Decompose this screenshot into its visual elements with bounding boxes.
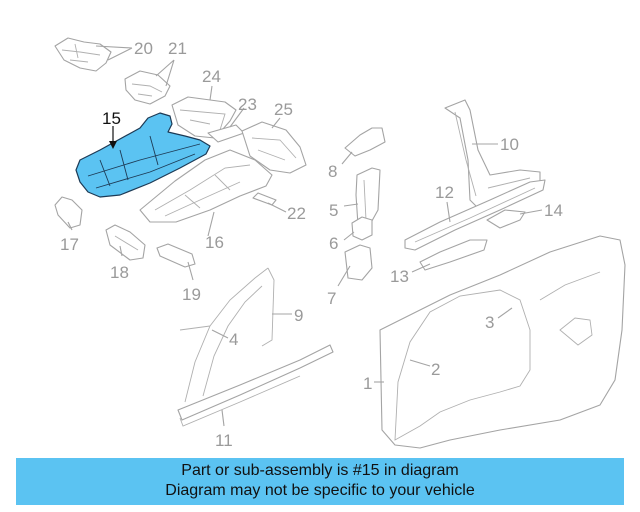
part-21-bracket [124,70,171,105]
callout-22: 22 [287,204,306,223]
callout-24: 24 [202,67,221,86]
callout-15: 15 [102,109,121,128]
banner-line-disclaimer: Diagram may not be specific to your vehi… [165,482,475,499]
callout-14: 14 [544,201,563,220]
part-8-bracket [344,127,386,157]
banner-line-part: Part or sub-assembly is #15 in diagram [181,462,459,479]
callout-5: 5 [329,201,338,220]
callout-15-arrow [109,126,117,149]
callout-4: 4 [229,330,238,349]
callout-17: 17 [60,235,79,254]
callout-6: 6 [329,234,338,253]
part-20-bracket [54,37,112,72]
part-1-body-side [379,235,626,449]
callout-23: 23 [238,95,257,114]
callout-11: 11 [215,431,233,450]
part-5-reinforcement [355,167,381,229]
callout-12: 12 [435,183,454,202]
part-18-bracket [105,224,146,261]
callout-1: 1 [363,374,372,393]
callout-2: 2 [431,360,440,379]
part-19-reinforcement [156,243,196,268]
part-10-pillar [444,99,541,211]
part-4-9-side-frame [179,267,275,403]
callout-20: 20 [134,39,153,58]
part-6-bracket [351,216,373,241]
part-13-rail [419,239,488,271]
callout-19: 19 [182,285,201,304]
part-22-strip [252,192,277,206]
part-17-bracket [54,196,83,229]
callout-18: 18 [110,263,129,282]
leader-lines [67,45,543,427]
callout-9: 9 [294,306,303,325]
callout-10: 10 [500,135,519,154]
callout-13: 13 [390,267,409,286]
callout-8: 8 [328,162,337,181]
callout-7: 7 [327,289,336,308]
part-15-floor-pan [75,112,211,198]
callout-25: 25 [274,100,293,119]
part-12-rail [404,179,546,251]
part-2-door-opening [394,289,531,441]
info-banner: Part or sub-assembly is #15 in diagram D… [16,458,624,505]
part-25-panel [241,121,307,174]
callout-3: 3 [485,313,494,332]
part-24-panel [171,96,237,139]
part-16-floor-panel [139,149,273,223]
part-14-bracket [486,209,526,229]
callout-16: 16 [205,233,224,252]
part-3-quarter-panel [539,271,601,346]
callout-21: 21 [168,39,187,58]
part-7-bracket [344,244,373,281]
part-11-sill [177,344,334,427]
